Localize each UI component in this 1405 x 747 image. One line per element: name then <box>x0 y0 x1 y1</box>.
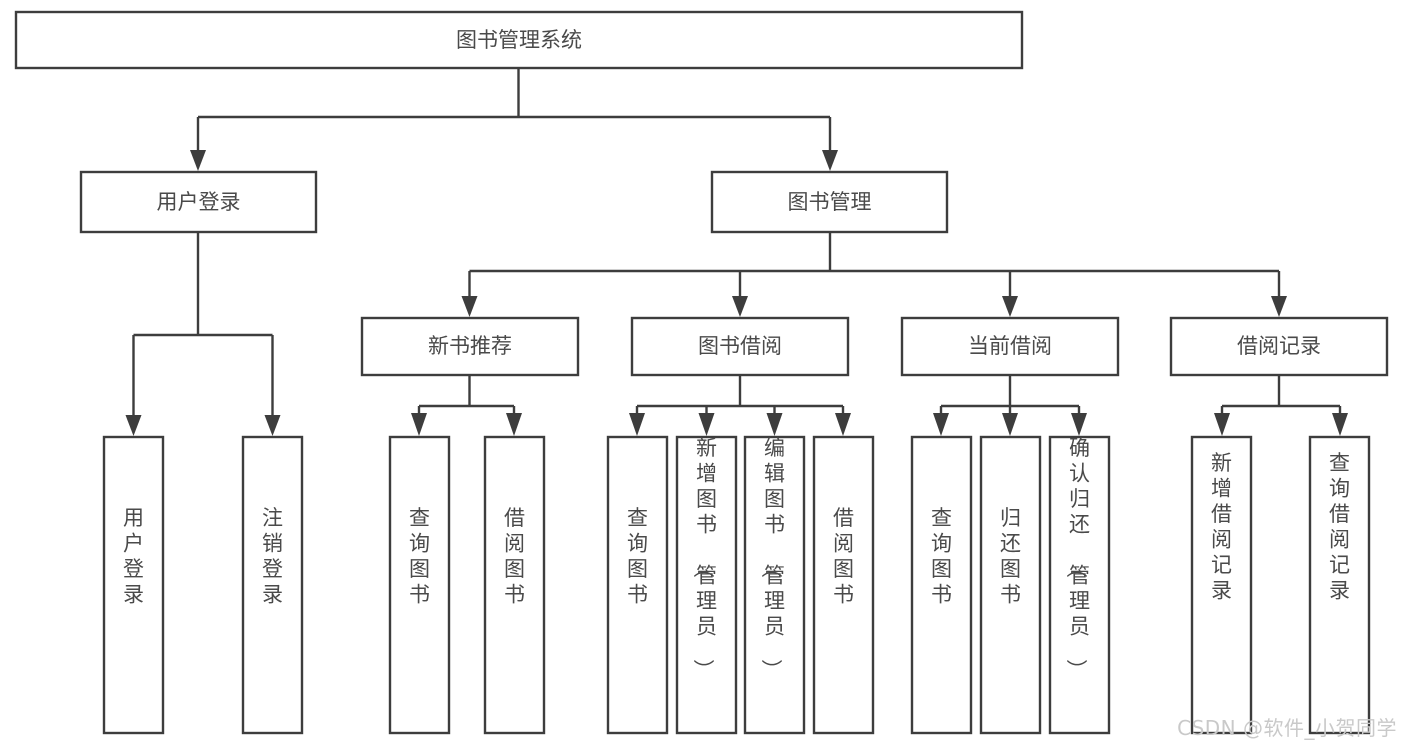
arrow-head-user-login-leaf-0 <box>125 415 142 436</box>
arrow-head-current-borrow-leaf-0 <box>933 413 949 436</box>
leaf-current-borrow-2-label: 确认归还（管理员） <box>1064 436 1090 680</box>
arrow-head-borrow-record <box>1271 296 1287 317</box>
node-book-borrow[interactable]: 图书借阅 <box>630 316 850 377</box>
leaf-book-borrow-2-box[interactable] <box>743 435 806 735</box>
leaf-book-borrow-3-label: 借阅图书 <box>833 506 854 607</box>
leaf-new-book-rec-0-label: 查询图书 <box>409 506 430 607</box>
arrow-head-new-book-rec-leaf-1 <box>506 413 522 436</box>
leaf-node[interactable]: 确认归还（管理员） <box>1048 435 1111 735</box>
connector-user-login-to-leaves <box>125 232 281 436</box>
connector-book-borrow-to-leaves <box>629 375 851 436</box>
leaf-user-login-1-label: 注销登录 <box>262 506 283 607</box>
node-current-borrow[interactable]: 当前借阅 <box>900 316 1120 377</box>
arrow-head-user-login <box>190 150 206 171</box>
arrow-head-current-borrow-leaf-1 <box>1002 413 1018 436</box>
node-book-borrow-label: 图书借阅 <box>698 334 782 358</box>
node-user-login-box[interactable] <box>79 170 318 234</box>
leaf-new-book-rec-1-box[interactable] <box>483 435 546 735</box>
arrow-head-book-borrow-leaf-2 <box>766 413 783 436</box>
leaf-borrow-record-0-label: 新增借阅记录 <box>1211 451 1232 603</box>
leaf-borrow-record-1-label: 查询借阅记录 <box>1329 451 1350 603</box>
connector-root-to-level2 <box>190 68 838 171</box>
arrow-head-borrow-record-leaf-1 <box>1332 413 1348 436</box>
leaf-current-borrow-0-box[interactable] <box>910 435 973 735</box>
arrow-head-book-borrow-leaf-0 <box>629 413 645 436</box>
leaf-borrow-record-0-box[interactable] <box>1190 435 1253 735</box>
leaf-node[interactable]: 新增图书（管理员） <box>675 435 738 735</box>
leaf-node[interactable]: 归还图书 <box>979 435 1042 735</box>
arrow-head-book-borrow-leaf-3 <box>835 413 851 436</box>
node-new-book-rec-label: 新书推荐 <box>428 334 512 358</box>
arrow-head-new-book-rec <box>461 296 478 317</box>
leaf-new-book-rec-1-label: 借阅图书 <box>504 506 525 607</box>
node-borrow-record-label: 借阅记录 <box>1237 334 1321 358</box>
node-current-borrow-label: 当前借阅 <box>968 334 1052 358</box>
leaf-current-borrow-2-box[interactable] <box>1048 435 1111 735</box>
leaf-node[interactable]: 编辑图书（管理员） <box>743 435 806 735</box>
leaf-node[interactable]: 用户登录 <box>102 435 165 735</box>
node-new-book-rec[interactable]: 新书推荐 <box>360 316 580 377</box>
connector-borrow-record-to-leaves <box>1214 375 1348 436</box>
node-user-login-label: 用户登录 <box>157 190 241 214</box>
node-current-borrow-box[interactable] <box>900 316 1120 377</box>
leaf-node[interactable]: 查询图书 <box>388 435 451 735</box>
leaf-node[interactable]: 借阅图书 <box>812 435 875 735</box>
leaf-node[interactable]: 查询图书 <box>606 435 669 735</box>
leaf-current-borrow-0-label: 查询图书 <box>931 506 952 607</box>
leaf-user-login-0-label: 用户登录 <box>123 506 144 607</box>
node-book-manage[interactable]: 图书管理 <box>710 170 949 234</box>
connector-current-borrow-to-leaves <box>933 375 1087 436</box>
node-root-box[interactable] <box>14 10 1024 70</box>
arrow-head-borrow-record-leaf-0 <box>1214 413 1230 436</box>
leaf-book-borrow-0-box[interactable] <box>606 435 669 735</box>
leaf-book-borrow-1-box[interactable] <box>675 435 738 735</box>
leaf-user-login-1-box[interactable] <box>241 435 304 735</box>
arrow-head-current-borrow <box>1002 296 1018 317</box>
leaf-book-borrow-3-box[interactable] <box>812 435 875 735</box>
node-borrow-record[interactable]: 借阅记录 <box>1169 316 1389 377</box>
leaf-new-book-rec-0-box[interactable] <box>388 435 451 735</box>
leaf-current-borrow-1-label: 归还图书 <box>1000 506 1021 607</box>
arrow-head-book-manage <box>822 150 838 171</box>
node-borrow-record-box[interactable] <box>1169 316 1389 377</box>
arrow-head-new-book-rec-leaf-0 <box>411 413 427 436</box>
node-root[interactable]: 图书管理系统 <box>14 10 1024 70</box>
node-book-manage-box[interactable] <box>710 170 949 234</box>
leaf-node[interactable]: 查询图书 <box>910 435 973 735</box>
connector-book-manage-to-level3 <box>461 232 1287 317</box>
arrow-head-user-login-leaf-1 <box>264 415 281 436</box>
leaf-user-login-0-box[interactable] <box>102 435 165 735</box>
leaf-book-borrow-2-label: 编辑图书（管理员） <box>759 436 785 680</box>
leaf-book-borrow-1-label: 新增图书（管理员） <box>691 436 717 680</box>
node-user-login[interactable]: 用户登录 <box>79 170 318 234</box>
arrow-head-book-borrow <box>732 296 748 317</box>
arrow-head-book-borrow-leaf-1 <box>698 413 715 436</box>
leaf-book-borrow-0-label: 查询图书 <box>627 506 648 607</box>
node-root-label: 图书管理系统 <box>456 28 582 52</box>
arrow-head-current-borrow-leaf-2 <box>1071 413 1087 436</box>
leaf-node[interactable]: 查询借阅记录 <box>1308 435 1371 735</box>
leaf-node[interactable]: 借阅图书 <box>483 435 546 735</box>
leaf-current-borrow-1-box[interactable] <box>979 435 1042 735</box>
node-book-borrow-box[interactable] <box>630 316 850 377</box>
node-new-book-rec-box[interactable] <box>360 316 580 377</box>
connector-new-book-rec-to-leaves <box>411 375 522 436</box>
node-book-manage-label: 图书管理 <box>788 190 872 214</box>
leaf-node[interactable]: 注销登录 <box>241 435 304 735</box>
leaf-node[interactable]: 新增借阅记录 <box>1190 435 1253 735</box>
leaf-borrow-record-1-box[interactable] <box>1308 435 1371 735</box>
